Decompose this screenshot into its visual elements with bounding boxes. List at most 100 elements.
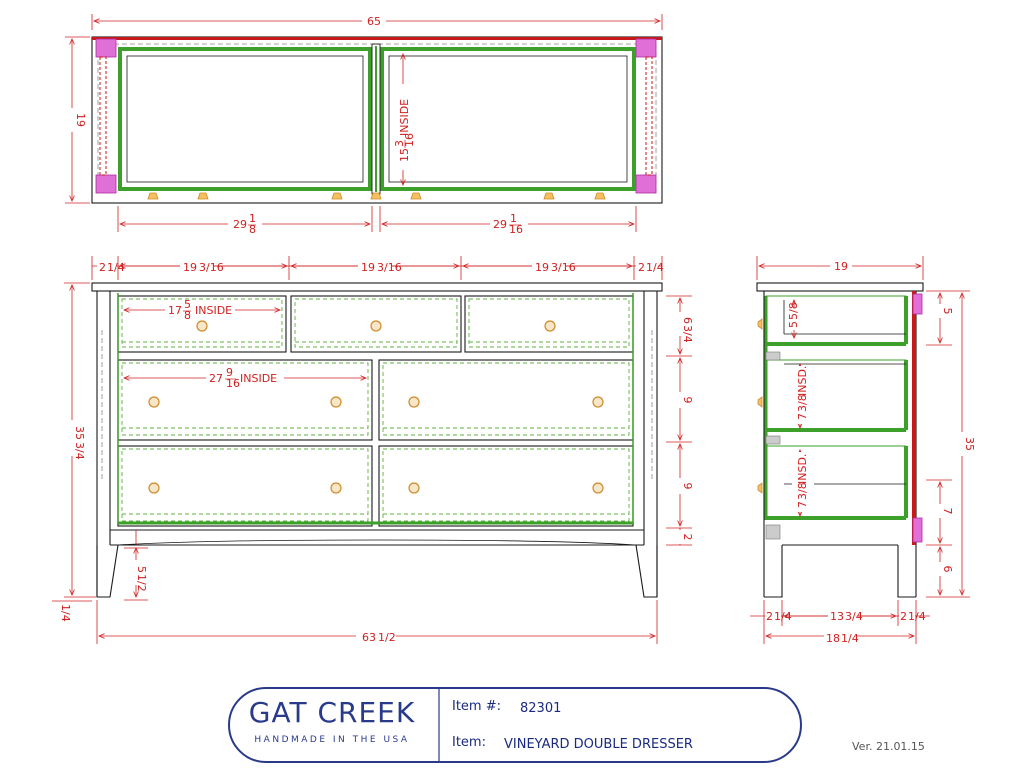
knob-icon <box>757 318 763 330</box>
drawer-front <box>290 295 462 353</box>
svg-text:8: 8 <box>184 309 191 322</box>
corner-block <box>912 517 923 543</box>
left-inside-width: 29 <box>233 218 247 231</box>
front-row-1: 6 <box>681 317 694 324</box>
front-overall-width: 63 <box>362 631 376 644</box>
knob-icon <box>594 192 606 200</box>
knob-icon <box>757 396 763 408</box>
svg-text:INSD.: INSD. <box>796 454 809 484</box>
side-right-4: 6 <box>941 566 954 573</box>
svg-text:5/8: 5/8 <box>787 302 800 320</box>
front-row-2: 9 <box>681 397 694 404</box>
front-height: 35 <box>73 426 86 440</box>
right-drawer-box-top <box>380 47 636 191</box>
knob-icon <box>370 320 382 332</box>
svg-text:1: 1 <box>510 212 517 225</box>
front-col-2: 19 <box>361 261 375 274</box>
svg-text:3/4: 3/4 <box>73 442 86 460</box>
svg-text:3/4: 3/4 <box>845 610 863 623</box>
svg-text:1/2: 1/2 <box>135 574 148 592</box>
side-view: 19 <box>750 256 976 646</box>
item-number-label: Item #: <box>452 699 501 714</box>
top-view: 65 19 <box>65 14 663 236</box>
knob-icon <box>330 482 342 494</box>
knob-icon <box>370 192 382 200</box>
front-row-3: 9 <box>681 483 694 490</box>
svg-text:1/2: 1/2 <box>378 631 396 644</box>
svg-text:16: 16 <box>226 377 240 390</box>
svg-text:1/4: 1/4 <box>107 261 125 274</box>
front-margin-left: 2 <box>99 261 106 274</box>
side-right-3: 7 <box>941 508 954 515</box>
svg-text:1: 1 <box>249 212 256 225</box>
svg-text:1/4: 1/4 <box>774 610 792 623</box>
svg-text:8: 8 <box>249 223 256 236</box>
svg-text:INSIDE: INSIDE <box>240 372 277 385</box>
top-depth: 19 <box>74 113 87 127</box>
front-view: 2 1/4 19 3/16 19 3/16 19 3/16 2 1/4 35 3… <box>52 256 694 646</box>
top-overall-width: 65 <box>367 15 381 28</box>
knob-icon <box>147 192 159 200</box>
front-foot: 1/4 <box>59 604 72 622</box>
side-right-1: 5 <box>941 308 954 315</box>
knob-icon <box>408 482 420 494</box>
svg-text:3/16: 3/16 <box>377 261 402 274</box>
item-name: VINEYARD DOUBLE DRESSER <box>504 737 693 752</box>
side-drawer-3-inside: 7 <box>796 501 809 508</box>
wide-drawer-inside-width: 27 <box>209 372 223 385</box>
knob-icon <box>757 482 763 494</box>
side-right-2: 35 <box>963 437 976 451</box>
svg-text:3/4: 3/4 <box>681 325 694 343</box>
corner-block <box>95 174 117 194</box>
knob-icon <box>148 396 160 408</box>
svg-text:1/4: 1/4 <box>908 610 926 623</box>
item-name-label: Item: <box>452 735 486 750</box>
knob-icon <box>197 192 209 200</box>
svg-text:1/4: 1/4 <box>646 261 664 274</box>
side-depth: 19 <box>834 260 848 273</box>
knob-icon <box>408 396 420 408</box>
knob-icon <box>196 320 208 332</box>
knob-icon <box>592 482 604 494</box>
svg-text:3/16: 3/16 <box>199 261 224 274</box>
corner-block <box>635 38 657 58</box>
front-margin-right: 2 <box>638 261 645 274</box>
knob-icon <box>148 482 160 494</box>
front-leg-height: 5 <box>135 566 148 573</box>
top-inside-depth: 15 <box>398 148 411 162</box>
svg-text:3: 3 <box>393 140 406 147</box>
svg-text:INSD.: INSD. <box>796 366 809 396</box>
title-block: GAT CREEK HANDMADE IN THE USA Item #: 82… <box>228 687 925 763</box>
svg-text:3/8: 3/8 <box>796 394 809 412</box>
side-drawer-1-inside: 5 <box>787 321 800 328</box>
front-base: 2 <box>681 534 694 541</box>
right-inside-width: 29 <box>493 218 507 231</box>
version-label: Ver. 21.01.15 <box>852 740 925 753</box>
left-drawer-box-top <box>118 47 372 191</box>
knob-icon <box>544 320 556 332</box>
brand-tagline: HANDMADE IN THE USA <box>254 735 409 745</box>
item-number: 82301 <box>520 701 561 716</box>
svg-text:3/16: 3/16 <box>551 261 576 274</box>
front-col-3: 19 <box>535 261 549 274</box>
front-col-1: 19 <box>183 261 197 274</box>
corner-block <box>635 174 657 194</box>
svg-text:16: 16 <box>509 223 523 236</box>
corner-block <box>95 38 117 58</box>
dresser-top <box>91 282 663 292</box>
svg-text:3/8: 3/8 <box>796 482 809 500</box>
top-drawer-inside-width: 17 <box>168 304 182 317</box>
side-overall-depth: 18 <box>826 632 840 645</box>
svg-text:5: 5 <box>184 298 191 311</box>
svg-text:16: 16 <box>403 133 416 147</box>
svg-text:INSIDE: INSIDE <box>195 304 232 317</box>
knob-icon <box>543 192 555 200</box>
side-inner-depth: 13 <box>830 610 844 623</box>
side-margin-left: 2 <box>766 610 773 623</box>
svg-text:INSIDE: INSIDE <box>398 99 411 136</box>
knob-icon <box>592 396 604 408</box>
side-drawer-2-inside: 7 <box>796 413 809 420</box>
knob-icon <box>331 192 343 200</box>
knob-icon <box>410 192 422 200</box>
